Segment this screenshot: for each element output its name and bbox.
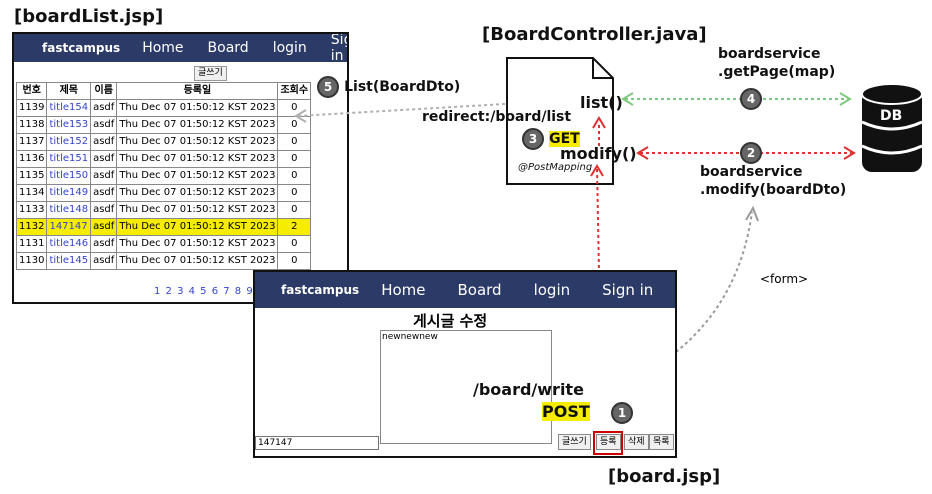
- table-header-row: 번호 제목 이름 등록일 조회수: [15, 82, 312, 100]
- cell-name: asdf: [90, 184, 118, 202]
- form-label: <form>: [760, 272, 809, 286]
- write-path-label: /board/write: [473, 380, 584, 399]
- nav-brand[interactable]: fastcampus: [42, 41, 121, 55]
- board-nav-login[interactable]: login: [533, 281, 571, 299]
- col-title: 제목: [46, 82, 92, 100]
- cell-title[interactable]: 147147: [46, 218, 92, 236]
- cell-date: Thu Dec 07 01:50:12 KST 2023: [116, 252, 279, 270]
- cell-name: asdf: [90, 218, 118, 236]
- controller-title: [BoardController.java]: [482, 24, 707, 45]
- write-new-button[interactable]: 글쓰기: [558, 434, 591, 450]
- delete-button[interactable]: 삭제: [624, 434, 649, 450]
- title-input[interactable]: 147147: [255, 436, 379, 450]
- nav-home[interactable]: Home: [142, 40, 184, 56]
- step-3: 3 GET: [522, 128, 580, 150]
- cell-date: Thu Dec 07 01:50:12 KST 2023: [116, 218, 279, 236]
- controller-file-icon: [506, 57, 614, 185]
- arrow-form: [675, 211, 753, 353]
- navbar: fastcampus Home Board login Sign in: [14, 32, 347, 64]
- boardlist-window: fastcampus Home Board login Sign in 글쓰기 …: [12, 32, 349, 304]
- step-4: 4: [740, 88, 762, 110]
- nav-board[interactable]: Board: [207, 40, 249, 56]
- cell-name: asdf: [90, 252, 118, 270]
- list-method: list(): [580, 93, 623, 112]
- modify-method: modify(): [560, 144, 637, 163]
- getpage-label-2: .getPage(map): [718, 64, 836, 80]
- board-nav-board[interactable]: Board: [457, 281, 502, 299]
- database-icon: [861, 83, 923, 172]
- step-1: 1: [611, 402, 633, 424]
- col-date: 등록일: [116, 82, 279, 100]
- board-nav-brand[interactable]: fastcampus: [281, 283, 360, 297]
- getpage-label-1: boardservice: [718, 46, 821, 62]
- cell-title[interactable]: title145: [46, 252, 92, 270]
- nav-signin[interactable]: Sign in: [330, 32, 347, 64]
- cell-no: 1130: [15, 252, 48, 270]
- submit-highlight-box: [593, 431, 623, 455]
- modify-svc-label-1: boardservice: [700, 164, 803, 180]
- db-label: DB: [880, 108, 903, 124]
- post-label: POST: [542, 402, 590, 421]
- step-5: 5 List(BoardDto): [317, 76, 460, 98]
- write-button[interactable]: 글쓰기: [194, 66, 227, 81]
- board-nav-signin[interactable]: Sign in: [602, 281, 654, 299]
- content-textarea[interactable]: newnewnew: [380, 330, 552, 444]
- get-label: GET: [549, 131, 580, 147]
- cell-views: 0: [277, 252, 312, 270]
- post-mapping-label: @PostMapping: [518, 162, 593, 173]
- arrow-list-to-view: [297, 103, 506, 117]
- list-button[interactable]: 목록: [649, 434, 674, 450]
- step-2: 2: [740, 142, 762, 164]
- cell-no: 1132: [15, 218, 48, 236]
- modify-svc-label-2: .modify(boardDto): [700, 182, 847, 198]
- col-no: 번호: [15, 82, 48, 100]
- redirect-label: redirect:/board/list: [422, 109, 572, 125]
- pagination[interactable]: 1 2 3 4 5 6 7 8 9 1: [154, 286, 266, 297]
- col-views: 조회수: [277, 82, 312, 100]
- board-title: [board.jsp]: [608, 466, 721, 487]
- nav-login[interactable]: login: [272, 40, 307, 56]
- edit-heading: 게시글 수정: [413, 312, 488, 330]
- board-navbar: fastcampus Home Board login Sign in: [255, 272, 675, 308]
- board-nav-home[interactable]: Home: [381, 281, 426, 299]
- list-dto-label: List(BoardDto): [344, 79, 461, 95]
- submit-button[interactable]: 등록: [596, 434, 621, 450]
- col-name: 이름: [90, 82, 118, 100]
- boardlist-title: [boardList.jsp]: [14, 6, 164, 27]
